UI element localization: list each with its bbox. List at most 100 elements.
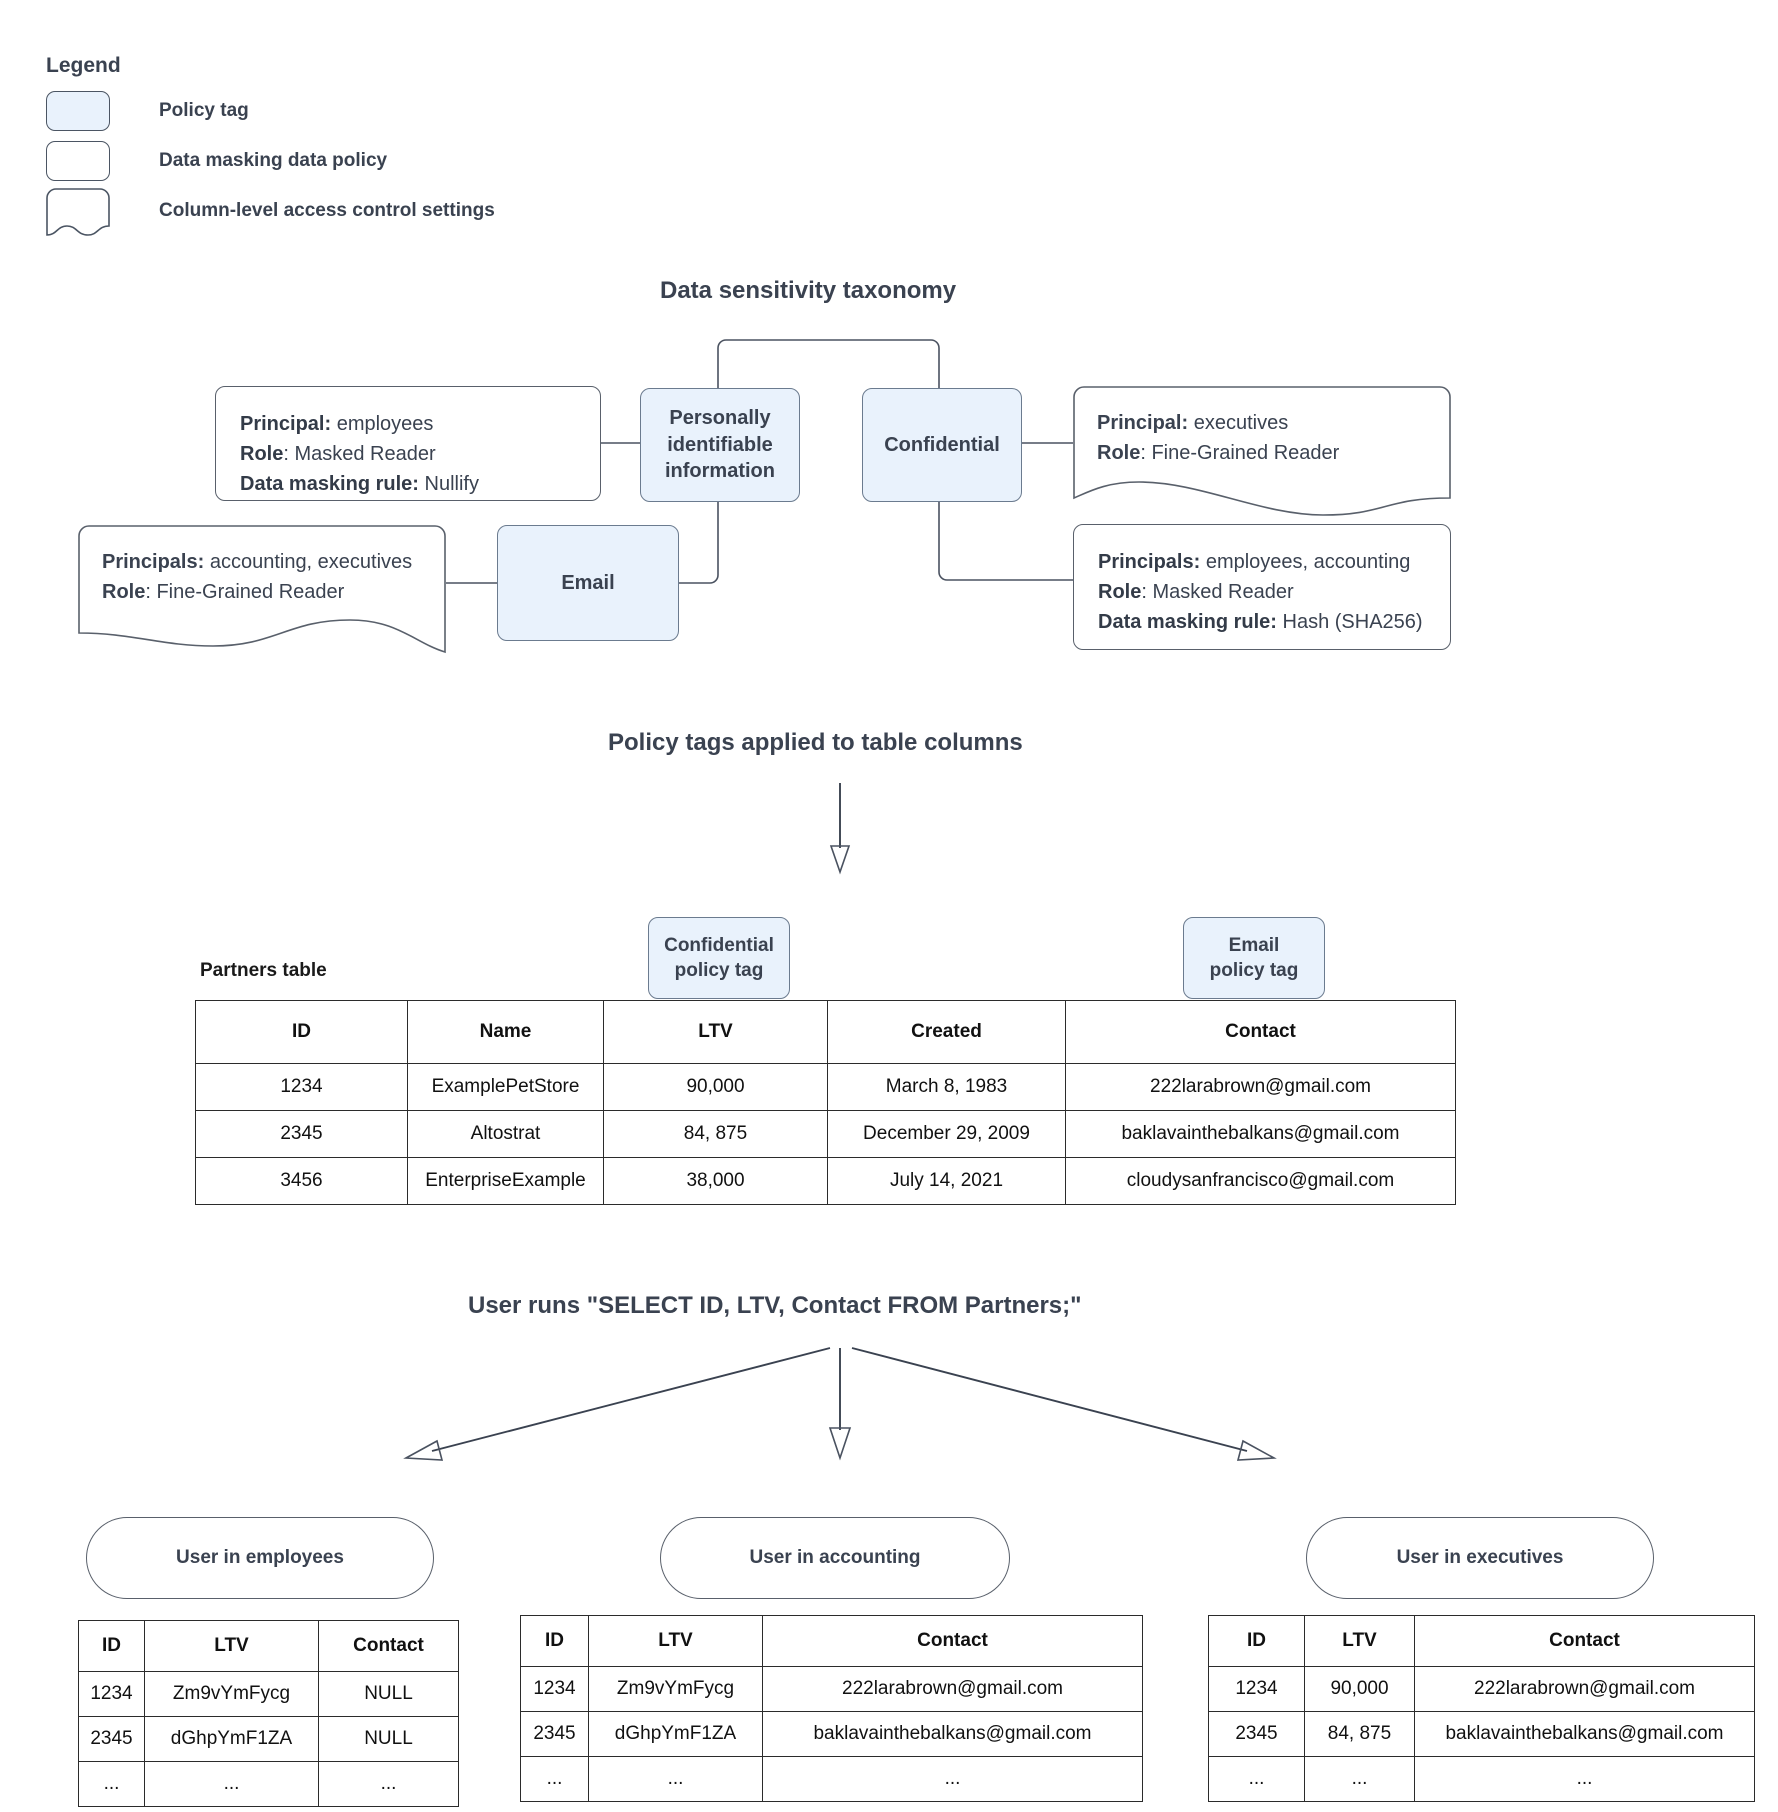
policy-line-label: Principals: bbox=[102, 551, 205, 573]
table-cell: July 14, 2021 bbox=[827, 1157, 1066, 1205]
table-cell: 3456 bbox=[195, 1157, 408, 1205]
policy-line-label: Data masking rule: bbox=[1098, 611, 1277, 633]
table-cell: Zm9vYmFycg bbox=[588, 1666, 763, 1712]
policy-tag-pii[interactable]: Personally identifiable information bbox=[640, 388, 800, 502]
column-header-contact: Contact bbox=[318, 1620, 459, 1672]
actor-label: User in accounting bbox=[749, 1547, 921, 1568]
table-row: ......... bbox=[1208, 1756, 1755, 1802]
legend: Legend Policy tag Data masking data poli… bbox=[46, 54, 686, 236]
applied-title: Policy tags applied to table columns bbox=[608, 729, 1023, 756]
actor-accounting: User in accounting bbox=[660, 1517, 1010, 1599]
table-row: ......... bbox=[520, 1756, 1143, 1802]
taxonomy-title: Data sensitivity taxonomy bbox=[660, 277, 957, 304]
column-access-swatch-icon bbox=[46, 187, 110, 236]
table-cell: NULL bbox=[318, 1671, 459, 1717]
policy-tag-confidential-column[interactable]: Confidential policy tag bbox=[648, 917, 790, 999]
partners-table-label: Partners table bbox=[200, 960, 327, 981]
column-header-contact: Contact bbox=[762, 1615, 1143, 1667]
policy-line-value: : Masked Reader bbox=[1141, 581, 1294, 603]
policy-line-value: : Fine-Grained Reader bbox=[145, 581, 345, 603]
column-header-contact: Contact bbox=[1065, 1000, 1456, 1064]
policy-tag-label-line1: Confidential bbox=[664, 934, 774, 956]
column-header-name: Name bbox=[407, 1000, 604, 1064]
actor-executives: User in executives bbox=[1306, 1517, 1654, 1599]
policy-box-confidential-masking: Principals: employees, accounting Role: … bbox=[1073, 524, 1451, 650]
policy-box-pii-masking: Principal: employees Role: Masked Reader… bbox=[215, 386, 601, 501]
policy-line-value: executives bbox=[1188, 412, 1289, 434]
policy-line-value: accounting, executives bbox=[204, 551, 413, 573]
table-cell: ... bbox=[762, 1756, 1143, 1802]
table-cell: 222larabrown@gmail.com bbox=[762, 1666, 1143, 1712]
table-cell: 2345 bbox=[78, 1716, 145, 1762]
actor-label: User in employees bbox=[176, 1547, 344, 1568]
policy-tag-label: Confidential bbox=[884, 433, 1000, 456]
column-header-contact: Contact bbox=[1414, 1615, 1755, 1667]
policy-tag-label: Personally identifiable information bbox=[665, 407, 775, 483]
policy-line-value: employees, accounting bbox=[1200, 551, 1411, 573]
policy-tag-email[interactable]: Email bbox=[497, 525, 679, 641]
legend-item-policy-tag: Policy tag bbox=[46, 86, 686, 135]
table-cell: December 29, 2009 bbox=[827, 1110, 1066, 1158]
table-cell: 222larabrown@gmail.com bbox=[1065, 1063, 1456, 1111]
policy-tag-label-line1: Email bbox=[1228, 934, 1280, 956]
table-cell: ... bbox=[318, 1761, 459, 1807]
query-title: User runs "SELECT ID, LTV, Contact FROM … bbox=[468, 1292, 1082, 1319]
data-masking-swatch-icon bbox=[46, 140, 110, 181]
table-cell: March 8, 1983 bbox=[827, 1063, 1066, 1111]
policy-line-value: : Fine-Grained Reader bbox=[1140, 442, 1340, 464]
column-header-ltv: LTV bbox=[1304, 1615, 1415, 1667]
actor-label: User in executives bbox=[1396, 1547, 1564, 1568]
policy-tag-confidential[interactable]: Confidential bbox=[862, 388, 1022, 502]
table-cell: dGhpYmF1ZA bbox=[588, 1711, 763, 1757]
policy-line-label: Data masking rule: bbox=[240, 473, 419, 495]
table-cell: 38,000 bbox=[603, 1157, 828, 1205]
policy-line-label: Principal: bbox=[1097, 412, 1189, 434]
policy-tag-label-line2: policy tag bbox=[1209, 960, 1299, 981]
table-cell: Zm9vYmFycg bbox=[144, 1671, 319, 1717]
policy-line-value: employees bbox=[331, 413, 434, 435]
legend-title: Legend bbox=[46, 54, 121, 77]
legend-item-label: Column-level access control settings bbox=[159, 199, 495, 221]
column-header-ltv: LTV bbox=[144, 1620, 319, 1672]
column-header-id: ID bbox=[195, 1000, 408, 1064]
table-cell: 1234 bbox=[520, 1666, 589, 1712]
policy-line-label: Role bbox=[102, 581, 146, 603]
table-cell: 2345 bbox=[1208, 1711, 1305, 1757]
table-cell: cloudysanfrancisco@gmail.com bbox=[1065, 1157, 1456, 1205]
table-cell: 84, 875 bbox=[1304, 1711, 1415, 1757]
access-control-text: Principal: executives Role: Fine-Grained… bbox=[1073, 386, 1451, 468]
column-header-id: ID bbox=[1208, 1615, 1305, 1667]
access-control-box-email: Principals: accounting, executives Role:… bbox=[78, 525, 446, 654]
policy-tag-email-column[interactable]: Email policy tag bbox=[1183, 917, 1325, 999]
policy-line-label: Principal: bbox=[240, 413, 332, 435]
table-cell: ... bbox=[520, 1756, 589, 1802]
table-cell: baklavainthebalkans@gmail.com bbox=[762, 1711, 1143, 1757]
table-cell: ... bbox=[1414, 1756, 1755, 1802]
table-cell: ... bbox=[588, 1756, 763, 1802]
table-cell: EnterpriseExample bbox=[407, 1157, 604, 1205]
table-cell: baklavainthebalkans@gmail.com bbox=[1065, 1110, 1456, 1158]
policy-line-value: : Masked Reader bbox=[283, 443, 436, 465]
access-control-box-confidential: Principal: executives Role: Fine-Grained… bbox=[1073, 386, 1451, 516]
legend-item-data-masking-policy: Data masking data policy bbox=[46, 136, 686, 185]
column-header-ltv: LTV bbox=[603, 1000, 828, 1064]
table-cell: 84, 875 bbox=[603, 1110, 828, 1158]
column-header-id: ID bbox=[520, 1615, 589, 1667]
table-cell: baklavainthebalkans@gmail.com bbox=[1414, 1711, 1755, 1757]
policy-line-label: Principals: bbox=[1098, 551, 1201, 573]
table-cell: ... bbox=[144, 1761, 319, 1807]
table-row: ......... bbox=[78, 1761, 459, 1807]
table-cell: NULL bbox=[318, 1716, 459, 1762]
table-cell: 2345 bbox=[195, 1110, 408, 1158]
policy-box-text: Principal: employees Role: Masked Reader… bbox=[216, 387, 600, 499]
